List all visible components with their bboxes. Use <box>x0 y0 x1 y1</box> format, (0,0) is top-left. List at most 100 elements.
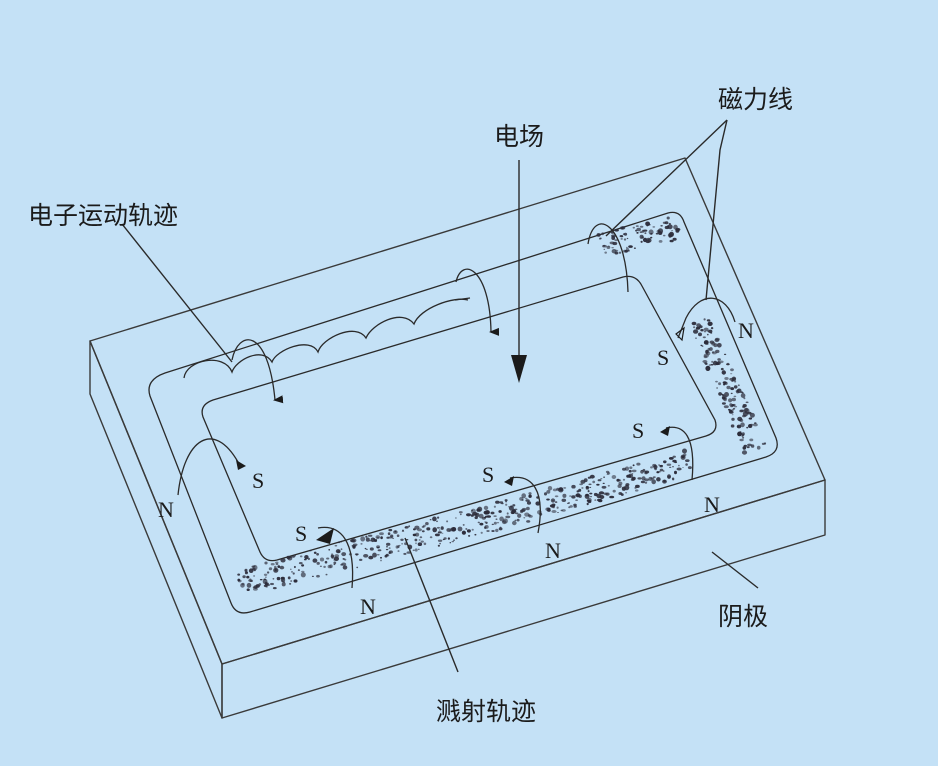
speckle-2-50 <box>678 464 680 467</box>
speckle-2-61 <box>672 455 676 458</box>
speckle-4-35 <box>650 232 653 235</box>
speckle-1-36 <box>474 533 477 536</box>
pole-n-bottom-middle: N <box>545 538 561 563</box>
speckle-2-157 <box>589 496 593 498</box>
speckle-3-52 <box>699 325 703 329</box>
speckle-2-55 <box>593 492 598 497</box>
speckle-1-94 <box>466 529 471 533</box>
speckle-1-73 <box>484 521 487 523</box>
speckle-2-21 <box>658 464 661 466</box>
speckle-1-130 <box>418 539 421 541</box>
speckle-3-85 <box>710 363 714 366</box>
speckle-2-133 <box>547 508 551 512</box>
speckle-3-50 <box>730 387 735 391</box>
speckle-0-40 <box>259 579 263 581</box>
field-arc-bottom-middle <box>509 476 541 534</box>
speckle-3-60 <box>703 330 707 333</box>
speckle-1-78 <box>461 530 466 535</box>
speckle-1-71 <box>506 512 509 515</box>
speckle-0-83 <box>319 557 325 562</box>
speckle-1-42 <box>376 554 380 556</box>
speckle-0-59 <box>334 554 340 558</box>
speckle-4-51 <box>675 228 680 233</box>
speckle-1-49 <box>415 542 417 545</box>
speckle-3-124 <box>742 405 746 409</box>
speckle-1-209 <box>363 554 369 558</box>
speckle-0-73 <box>334 544 338 547</box>
speckle-2-156 <box>635 484 640 488</box>
speckle-3-57 <box>749 412 755 418</box>
speckle-1-167 <box>437 539 443 542</box>
speckle-1-120 <box>514 519 517 521</box>
speckle-0-104 <box>327 564 332 569</box>
speckle-1-52 <box>535 501 541 506</box>
speckle-2-65 <box>672 466 674 468</box>
speckle-2-138 <box>680 454 686 460</box>
speckle-1-80 <box>526 501 532 505</box>
speckle-3-130 <box>702 336 706 339</box>
speckle-2-43 <box>569 495 572 497</box>
pole-n-left: N <box>158 497 174 522</box>
speckle-1-183 <box>434 533 440 537</box>
speckle-0-90 <box>265 582 269 586</box>
speckle-4-71 <box>664 225 670 230</box>
speckle-1-162 <box>372 552 377 558</box>
speckle-4-69 <box>639 225 644 228</box>
leader-lines <box>121 119 759 673</box>
speckle-2-136 <box>611 475 617 479</box>
speckle-2-75 <box>597 479 602 482</box>
speckle-0-52 <box>253 585 258 589</box>
speckle-4-39 <box>618 251 622 254</box>
electron-arrow-right <box>455 268 500 336</box>
speckle-4-54 <box>666 216 670 220</box>
speckle-0-102 <box>316 553 319 556</box>
speckle-3-2 <box>724 377 729 380</box>
speckle-1-31 <box>517 513 522 518</box>
speckle-3-82 <box>693 326 696 329</box>
speckle-3-13 <box>746 446 750 449</box>
speckle-0-67 <box>328 549 331 551</box>
speckle-0-88 <box>275 561 279 564</box>
speckle-1-89 <box>455 537 458 540</box>
speckle-2-63 <box>571 484 576 489</box>
speckle-2-24 <box>687 466 692 470</box>
speckle-3-103 <box>713 343 718 348</box>
speckle-3-41 <box>730 392 733 395</box>
speckle-4-40 <box>614 239 618 242</box>
speckle-0-115 <box>312 558 318 563</box>
speckle-3-145 <box>707 321 713 326</box>
speckle-2-129 <box>576 490 580 493</box>
speckle-0-13 <box>326 557 330 560</box>
speckle-4-49 <box>640 240 643 243</box>
speckle-0-100 <box>277 565 281 568</box>
speckle-4-53 <box>624 249 628 253</box>
speckle-1-149 <box>365 537 370 542</box>
speckle-1-152 <box>373 538 378 541</box>
speckle-2-17 <box>586 502 589 506</box>
speckle-1-47 <box>466 513 471 517</box>
speckle-3-149 <box>746 426 749 429</box>
speckle-0-94 <box>299 555 303 558</box>
speckle-4-43 <box>641 229 645 233</box>
speckle-2-71 <box>676 467 682 471</box>
speckle-3-107 <box>729 377 734 381</box>
speckle-3-73 <box>740 422 745 428</box>
speckle-2-31 <box>666 463 672 466</box>
speckle-1-68 <box>483 505 489 510</box>
speckle-3-132 <box>718 382 722 386</box>
speckle-3-91 <box>731 417 735 421</box>
speckle-1-204 <box>352 543 358 546</box>
cathode-top-face <box>89 157 826 665</box>
electron-path <box>183 298 469 379</box>
field-arc-top-corner <box>587 223 629 293</box>
electron-arrow <box>231 339 284 404</box>
speckle-1-194 <box>505 501 507 503</box>
pole-n-right: N <box>738 318 754 343</box>
speckle-1-190 <box>495 528 499 533</box>
speckle-1-77 <box>511 511 515 515</box>
electron-trajectory <box>183 268 500 404</box>
speckle-2-10 <box>682 467 684 468</box>
speckle-1-0 <box>437 531 442 534</box>
speckle-0-113 <box>304 555 309 560</box>
speckle-2-68 <box>685 459 690 462</box>
